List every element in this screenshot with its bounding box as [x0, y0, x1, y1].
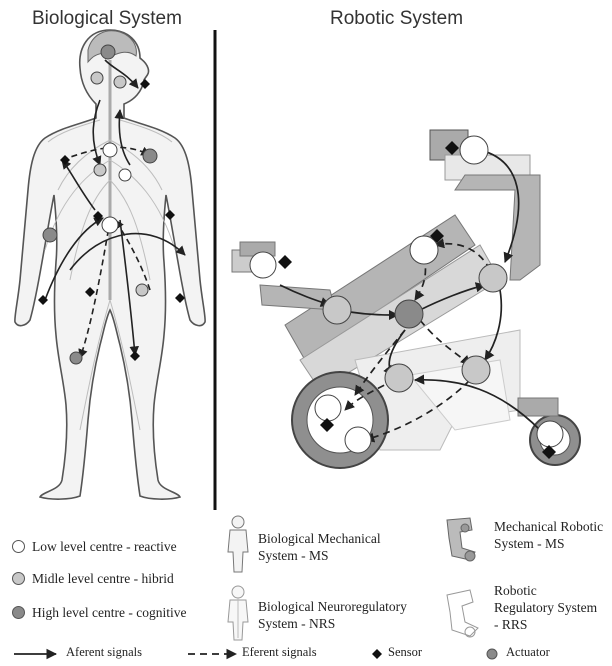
bio-ms-icon [228, 516, 248, 572]
afferent-signals-label: Aferent signals [66, 645, 142, 660]
high-level-centre-label: High level centre - cognitive [32, 604, 186, 621]
mid-level-centre-label: Midle level centre - hibrid [32, 570, 174, 587]
high-level-centre-dot [12, 606, 25, 619]
mid-level-centre-dot [12, 572, 25, 585]
sensor-icon [372, 649, 382, 659]
rob-ms-label: Mechanical Robotic System - MS [494, 518, 610, 552]
actuator-label: Actuator [506, 645, 550, 660]
bio-nrs-icon [228, 586, 248, 640]
actuator-icon [487, 649, 497, 659]
bio-nrs-label: Biological Neuroregulatory System - NRS [258, 598, 438, 632]
bio-ms-label: Biological Mechanical System - MS [258, 530, 418, 564]
efferent-signals-label: Eferent signals [242, 645, 317, 660]
robotic-rrs-icon [447, 590, 478, 637]
human-body-figure [15, 30, 205, 499]
sensor-label: Sensor [388, 645, 422, 660]
low-level-centre-dot [12, 540, 25, 553]
rob-rrs-label: Robotic Regulatory System - RRS [494, 582, 599, 633]
robot-figure [232, 130, 580, 468]
robotic-ms-icon [447, 518, 475, 561]
low-level-centre-label: Low level centre - reactive [32, 538, 177, 555]
